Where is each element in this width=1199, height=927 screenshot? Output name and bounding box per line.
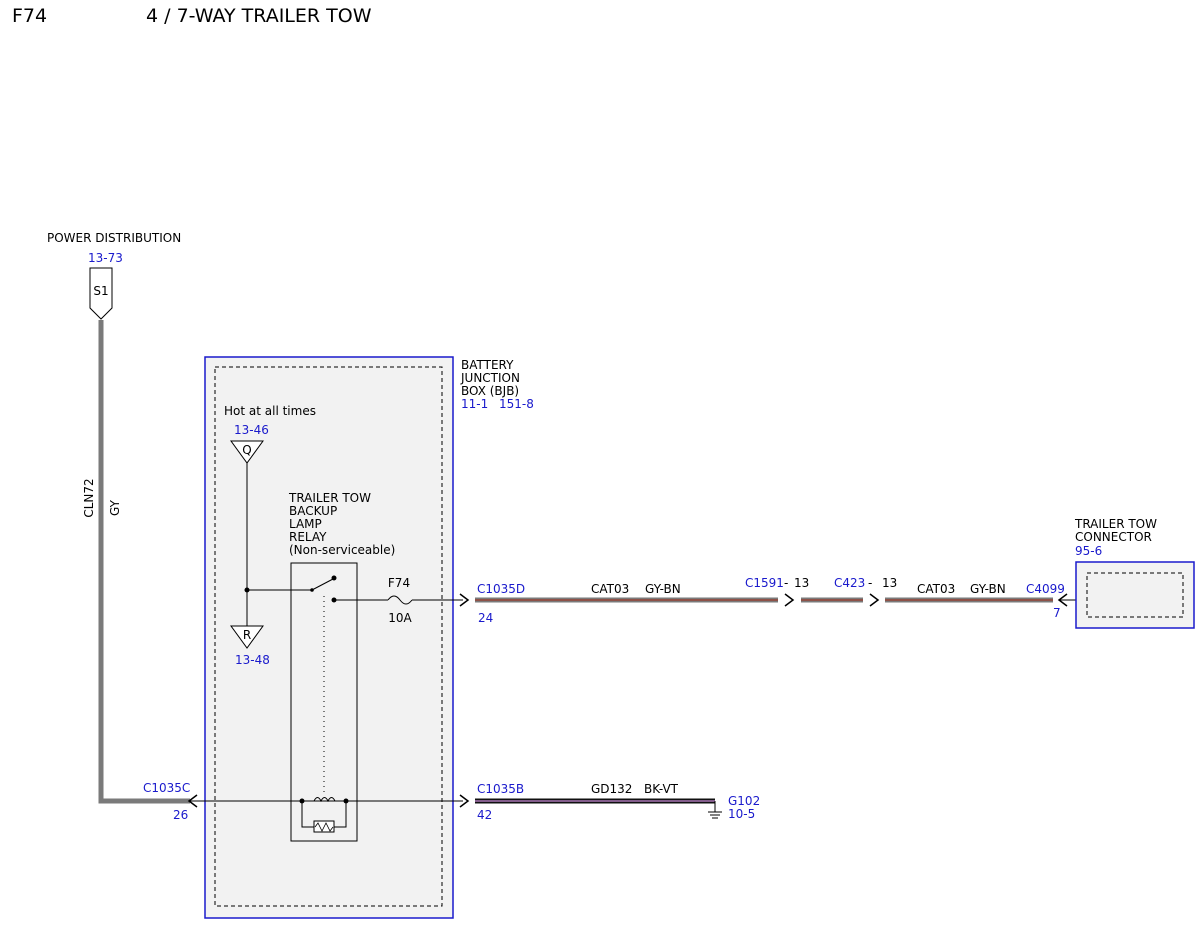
hot-q-ref[interactable]: 13-46	[234, 423, 269, 437]
wire-cln72-color: GY	[108, 499, 122, 516]
c1035d-arrow	[459, 593, 470, 607]
trailer-connector-label-line1: TRAILER TOW	[1074, 517, 1157, 531]
c4099-pin: 7	[1053, 606, 1061, 620]
fuse-name: F74	[388, 576, 410, 590]
bjb-label-line3: BOX (BJB)	[461, 384, 519, 398]
power-distribution-label: POWER DISTRIBUTION	[47, 231, 181, 245]
wire1-color: GY-BN	[645, 582, 681, 596]
c1035b-arrow	[459, 794, 470, 808]
c1591-name[interactable]: C1591	[745, 576, 784, 590]
relay-label-line4: RELAY	[289, 530, 327, 544]
c1035c-arrow	[187, 794, 198, 808]
c4099-arrow	[1057, 593, 1068, 607]
power-distribution-ref[interactable]: 13-73	[88, 251, 123, 265]
c1035d-pin: 24	[478, 611, 493, 625]
bjb-ref-1[interactable]: 11-1	[461, 397, 488, 411]
relay-box[interactable]	[290, 562, 358, 842]
relay-switch-blade	[311, 578, 334, 591]
relay-label-line5: (Non-serviceable)	[289, 543, 395, 557]
ground-wire-circuit: GD132	[591, 782, 632, 796]
c423-arrow	[869, 593, 880, 607]
c1035c-name[interactable]: C1035C	[143, 781, 190, 795]
hot-at-all-times-label: Hot at all times	[224, 404, 316, 418]
relay-label-line1: TRAILER TOW	[288, 491, 371, 505]
c423-pin: 13	[882, 576, 897, 590]
c1035d-name[interactable]: C1035D	[477, 582, 525, 596]
splice-s1-label: S1	[93, 284, 108, 298]
coil-resistor-zigzag	[314, 822, 334, 832]
trailer-connector-ref[interactable]: 95-6	[1075, 544, 1102, 558]
c1591-pin: 13	[794, 576, 809, 590]
terminal-r-symbol	[230, 625, 264, 649]
c1035c-pin: 26	[173, 808, 188, 822]
fuse-f74-symbol[interactable]	[387, 595, 413, 605]
terminal-q-symbol	[230, 440, 264, 464]
ground-name[interactable]: G102	[728, 794, 760, 808]
relay-label-line2: BACKUP	[289, 504, 337, 518]
hot-r-ref[interactable]: 13-48	[235, 653, 270, 667]
terminal-q-label: Q	[242, 443, 251, 457]
c423-name[interactable]: C423	[834, 576, 865, 590]
bjb-ref-2[interactable]: 151-8	[499, 397, 534, 411]
c1035b-pin: 42	[477, 808, 492, 822]
trailer-tow-connector-module[interactable]	[1075, 561, 1195, 629]
ground-wire-color: BK-VT	[644, 782, 679, 796]
bjb-label-line2: JUNCTION	[460, 371, 520, 385]
page-code: F74	[12, 5, 47, 27]
fuse-rating: 10A	[388, 611, 412, 625]
bjb-label-line1: BATTERY	[461, 358, 514, 372]
wire-cln72	[98, 320, 190, 804]
page-title: 4 / 7-WAY TRAILER TOW	[146, 5, 372, 27]
splice-s1-symbol	[89, 267, 113, 320]
bjb-inner-border	[214, 366, 443, 907]
c4099-name[interactable]: C4099	[1026, 582, 1065, 596]
c1035b-name[interactable]: C1035B	[477, 782, 524, 796]
wire-cln72-circuit: CLN72	[82, 478, 96, 517]
wire1-circuit: CAT03	[591, 582, 629, 596]
wire2-circuit: CAT03	[917, 582, 955, 596]
c423-separator: -	[868, 576, 872, 590]
relay-contact-nc	[331, 575, 337, 581]
wire2-color: GY-BN	[970, 582, 1006, 596]
ground-ref[interactable]: 10-5	[728, 807, 755, 821]
trailer-connector-label-line2: CONNECTOR	[1075, 530, 1152, 544]
relay-coil-symbol	[313, 797, 336, 803]
terminal-r-label: R	[243, 628, 251, 642]
relay-label-line3: LAMP	[289, 517, 322, 531]
c1591-arrow	[784, 593, 795, 607]
c1591-separator: -	[784, 576, 788, 590]
